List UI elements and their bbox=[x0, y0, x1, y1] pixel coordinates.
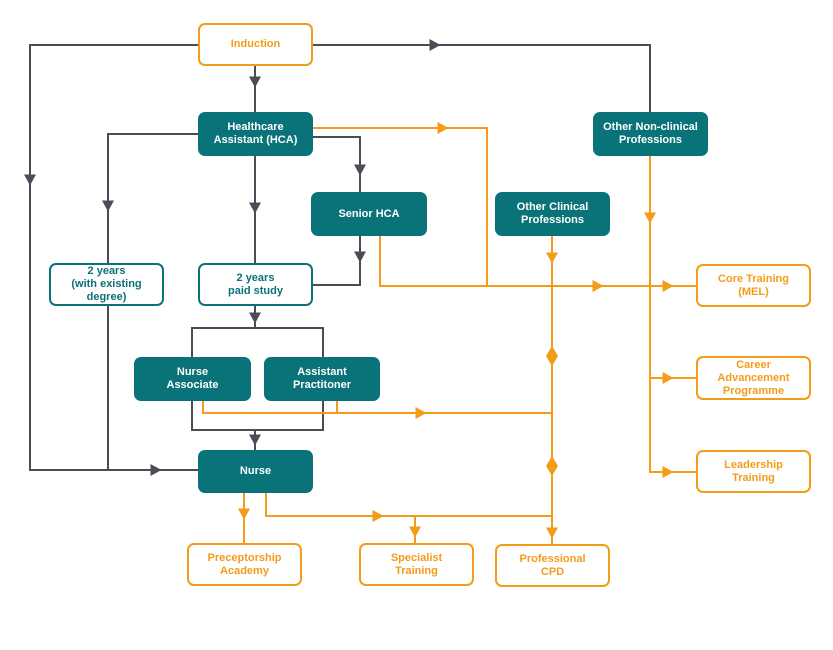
non-clinical-trunk-line bbox=[649, 156, 696, 473]
preceptorship-node: Preceptorship Academy bbox=[187, 543, 302, 586]
arrow-clinical-down bbox=[546, 252, 558, 264]
senior-hca-node: Senior HCA bbox=[311, 192, 427, 236]
career-advancement-node: Career Advancement Programme bbox=[696, 356, 811, 400]
arrow-nurse-right bbox=[372, 510, 384, 522]
hca-to-senior-line bbox=[313, 136, 361, 192]
core-training-node: Core Training (MEL) bbox=[696, 264, 811, 307]
arrow-to-degree bbox=[102, 200, 114, 212]
arrow-left-trunk bbox=[24, 174, 36, 186]
induction-to-nurse-line bbox=[29, 44, 198, 471]
arrow-senior-return bbox=[354, 251, 366, 263]
arrow-to-paid-study bbox=[249, 202, 261, 214]
nurse-associate-node: Nurse Associate bbox=[134, 357, 251, 401]
nurse-to-cpd-line bbox=[265, 493, 552, 517]
arrow-to-core bbox=[662, 280, 674, 292]
arrow-hca-right bbox=[437, 122, 449, 134]
hca-node: Healthcare Assistant (HCA) bbox=[198, 112, 313, 156]
arrow-to-senior bbox=[354, 164, 366, 176]
leadership-training-node: Leadership Training bbox=[696, 450, 811, 493]
arrow-to-preceptorship bbox=[238, 508, 250, 520]
senior-to-paid-study-line bbox=[313, 236, 361, 286]
junction-diamond-lower bbox=[546, 456, 558, 476]
other-clinical-node: Other Clinical Professions bbox=[495, 192, 610, 236]
bottom-bracket-line bbox=[191, 401, 324, 431]
other-non-clinical-node: Other Non-clinical Professions bbox=[593, 112, 708, 156]
nurse-node: Nurse bbox=[198, 450, 313, 493]
senior-to-core-line bbox=[379, 236, 696, 287]
arrow-to-specialist bbox=[409, 526, 421, 538]
arrow-to-bracket bbox=[249, 312, 261, 324]
arrow-to-nurse bbox=[249, 434, 261, 446]
two-years-degree-node: 2 years (with existing degree) bbox=[49, 263, 164, 306]
top-bracket-line bbox=[191, 327, 324, 357]
arrow-to-career bbox=[662, 372, 674, 384]
hca-to-degree-line bbox=[107, 133, 198, 263]
arrow-to-leadership bbox=[662, 466, 674, 478]
induction-node: Induction bbox=[198, 23, 313, 66]
assistant-practitioner-node: Assistant Practitoner bbox=[264, 357, 380, 401]
arrow-induction-right bbox=[429, 39, 441, 51]
specialist-training-node: Specialist Training bbox=[359, 543, 474, 586]
hca-to-core-line bbox=[313, 127, 488, 285]
arrow-induction-hca bbox=[249, 76, 261, 88]
junction-diamond-upper bbox=[546, 346, 558, 366]
nurse-associate-to-cpd-line bbox=[202, 401, 552, 414]
arrow-non-clinical-down bbox=[644, 212, 656, 224]
arrow-to-cpd bbox=[546, 527, 558, 539]
induction-to-non-clinical-line bbox=[313, 44, 651, 112]
two-years-paid-study-node: 2 years paid study bbox=[198, 263, 313, 306]
arrow-practitioners-right bbox=[415, 407, 427, 419]
professional-cpd-node: Professional CPD bbox=[495, 544, 610, 587]
arrow-left-to-nurse bbox=[150, 464, 162, 476]
arrow-senior-right bbox=[592, 280, 604, 292]
